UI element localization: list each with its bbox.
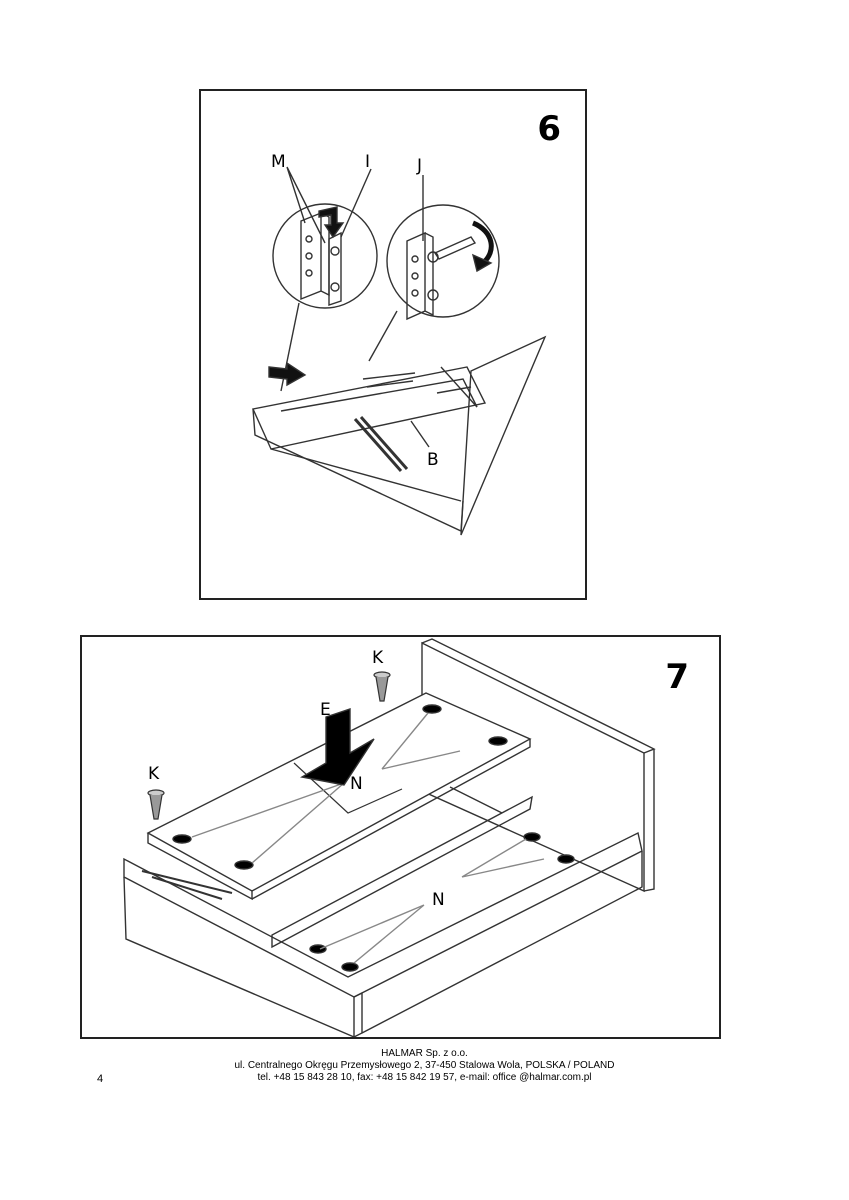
step-7-panel: 7 (80, 635, 721, 1039)
hole (523, 832, 541, 842)
headboard (460, 335, 547, 536)
label-e: E (320, 700, 331, 720)
down-arrow-icon (318, 206, 345, 239)
footer-address: ul. Centralnego Okręgu Przemysłowego 2, … (234, 1060, 615, 1071)
bed-frame-side (123, 876, 355, 1037)
big-arrow-icon (300, 708, 375, 786)
hole (557, 854, 575, 864)
bed-frame-side (252, 408, 464, 533)
hole (422, 704, 442, 714)
label-k-left: K (148, 764, 160, 784)
page-number: 4 (97, 1073, 104, 1085)
hole (234, 860, 254, 870)
bracket-plate-m (300, 211, 322, 301)
gas-strut-b (353, 416, 409, 472)
rotate-arrow-icon (471, 220, 494, 265)
center-beam (271, 795, 533, 949)
detail-circle-right (386, 204, 500, 318)
hole (488, 736, 508, 746)
step-6-illustration: M I J B (251, 152, 547, 536)
label-k-top: K (372, 648, 384, 668)
screw-icon (147, 789, 165, 820)
label-j: J (416, 156, 422, 176)
bracket-plate-i (328, 231, 342, 306)
step-7-number: 7 (665, 657, 689, 697)
slats (141, 870, 233, 900)
label-m: M (271, 152, 286, 172)
lift-mechanism (436, 366, 478, 408)
hole (341, 962, 359, 972)
detail-circle-left (272, 203, 378, 309)
footer: HALMAR Sp. z o.o. ul. Centralnego Okręgu… (0, 1048, 849, 1084)
label-n-upper: N (350, 774, 363, 794)
bolt (433, 236, 477, 260)
footer-contact: tel. +48 15 843 28 10, fax: +48 15 842 1… (257, 1072, 592, 1083)
push-arrow-icon (268, 361, 307, 387)
bed-frame-top (251, 366, 487, 450)
hole (309, 944, 327, 954)
label-b: B (427, 450, 439, 470)
step-6-panel: 6 (199, 89, 587, 600)
screw-icon (373, 671, 391, 702)
step-7-illustration: K K E N N (123, 638, 656, 1037)
step-6-number: 6 (537, 109, 561, 149)
hole (172, 834, 192, 844)
label-n-lower: N (432, 890, 445, 910)
footer-company: HALMAR Sp. z o.o. (381, 1048, 468, 1059)
label-i: I (365, 152, 370, 172)
